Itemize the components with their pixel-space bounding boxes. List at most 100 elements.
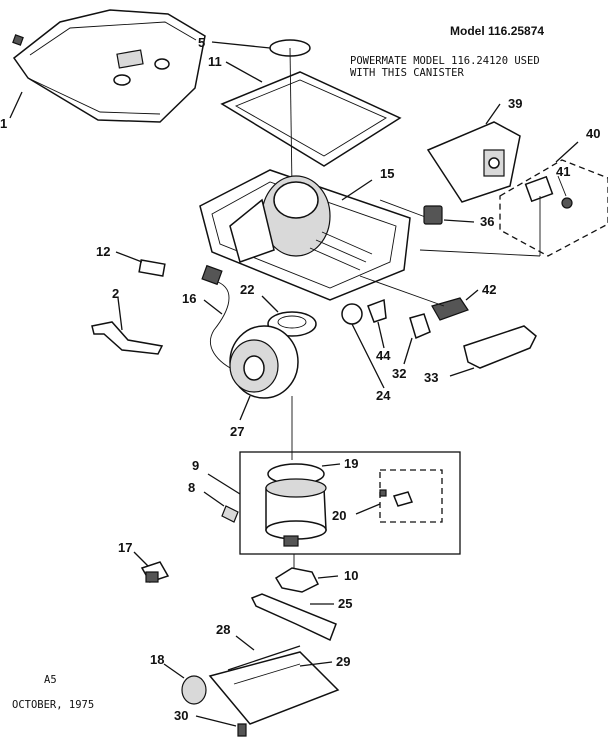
callout-41: 41 xyxy=(556,164,570,179)
leader-28 xyxy=(235,635,255,651)
part-40-switch-plate xyxy=(524,175,554,203)
callout-24: 24 xyxy=(376,388,391,403)
callout-2: 2 xyxy=(112,286,119,301)
callout-32: 32 xyxy=(392,366,406,381)
leader-11 xyxy=(225,61,263,83)
ref-line-36 xyxy=(379,199,429,219)
part-27-cord-reel xyxy=(229,325,299,399)
leader-33 xyxy=(449,367,475,377)
model-title: Model 116.25874 xyxy=(450,24,544,38)
leader-15 xyxy=(341,179,373,201)
part-16-cord xyxy=(201,264,239,373)
callout-30: 30 xyxy=(174,708,188,723)
callout-25: 25 xyxy=(338,596,352,611)
ref-line-42 xyxy=(359,275,445,307)
leader-39 xyxy=(485,103,501,125)
part-24-wheel xyxy=(341,303,363,325)
axis-upper xyxy=(289,47,293,189)
leader-40 xyxy=(555,141,579,163)
leader-36 xyxy=(443,219,475,223)
leader-19 xyxy=(321,463,341,467)
leader-44 xyxy=(377,321,385,349)
part-15-housing xyxy=(199,169,411,301)
part-42-bracket xyxy=(431,297,469,321)
leader-18 xyxy=(163,663,185,679)
leader-12 xyxy=(115,251,143,263)
callout-19: 19 xyxy=(344,456,358,471)
leader-16 xyxy=(203,299,223,315)
callout-17: 17 xyxy=(118,540,132,555)
leader-2 xyxy=(117,297,123,331)
callout-1: 1 xyxy=(0,116,7,131)
leader-10 xyxy=(317,575,339,579)
callout-22: 22 xyxy=(240,282,254,297)
part-32-clip xyxy=(409,313,431,340)
callout-29: 29 xyxy=(336,654,350,669)
callout-27: 27 xyxy=(230,424,244,439)
part-39-bag-holder xyxy=(426,121,521,203)
leader-24 xyxy=(351,323,385,389)
part-33-handle xyxy=(463,325,537,369)
leader-20 xyxy=(355,503,381,515)
callout-5: 5 xyxy=(198,35,205,50)
callout-33: 33 xyxy=(424,370,438,385)
callout-16: 16 xyxy=(182,291,196,306)
part-11-gasket xyxy=(220,71,402,167)
part-40-group-box xyxy=(499,159,608,257)
callout-9: 9 xyxy=(192,458,199,473)
footer-date: OCTOBER, 1975 xyxy=(12,699,94,711)
part-30-screw xyxy=(237,723,247,737)
part-1-lid xyxy=(12,9,206,123)
callout-20: 20 xyxy=(332,508,346,523)
callout-12: 12 xyxy=(96,244,110,259)
callout-10: 10 xyxy=(344,568,358,583)
leader-30 xyxy=(195,715,237,727)
leader-1 xyxy=(9,91,23,119)
callout-8: 8 xyxy=(188,480,195,495)
callout-42: 42 xyxy=(482,282,496,297)
part-20-brush-a xyxy=(379,489,387,497)
callout-11: 11 xyxy=(208,54,222,69)
note-line-1: POWERMATE MODEL 116.24120 USED xyxy=(350,55,540,67)
part-44-clip xyxy=(367,298,387,323)
part-36-switch xyxy=(423,205,443,225)
part-8-spring xyxy=(221,505,239,523)
callout-15: 15 xyxy=(380,166,394,181)
part-25-strip xyxy=(250,593,337,642)
part-29-bottom-plate xyxy=(208,651,340,725)
part-18-wheel xyxy=(181,675,207,705)
leader-9 xyxy=(207,473,241,495)
callout-40: 40 xyxy=(586,126,600,141)
callout-39: 39 xyxy=(508,96,522,111)
leader-42 xyxy=(465,289,479,301)
part-28-rod xyxy=(227,645,301,671)
part-20-brush-box xyxy=(379,469,443,523)
leader-27 xyxy=(239,395,251,421)
leader-41 xyxy=(557,175,567,197)
note-line-2: WITH THIS CANISTER xyxy=(350,67,464,79)
part-20-brush-b xyxy=(392,491,414,507)
callout-28: 28 xyxy=(216,622,230,637)
ref-line-40 xyxy=(419,249,541,257)
leader-17 xyxy=(133,551,149,567)
part-2-bracket xyxy=(91,321,164,355)
footer-code: A5 xyxy=(44,674,57,686)
callout-36: 36 xyxy=(480,214,494,229)
part-10-plate xyxy=(274,567,320,593)
part-9-motor-group-box xyxy=(239,451,461,555)
part-17-switch xyxy=(140,561,170,583)
part-9-motor xyxy=(265,478,327,547)
part-29-ridge xyxy=(233,663,301,685)
part-41-screw xyxy=(561,197,573,209)
leader-32 xyxy=(403,337,413,365)
leader-5 xyxy=(211,41,271,49)
leader-8 xyxy=(203,491,225,507)
callout-18: 18 xyxy=(150,652,164,667)
leader-29 xyxy=(299,661,333,667)
part-22-ring-inner xyxy=(277,315,307,329)
callout-44: 44 xyxy=(376,348,391,363)
leader-22 xyxy=(261,295,279,313)
part-12-latch xyxy=(138,259,166,277)
